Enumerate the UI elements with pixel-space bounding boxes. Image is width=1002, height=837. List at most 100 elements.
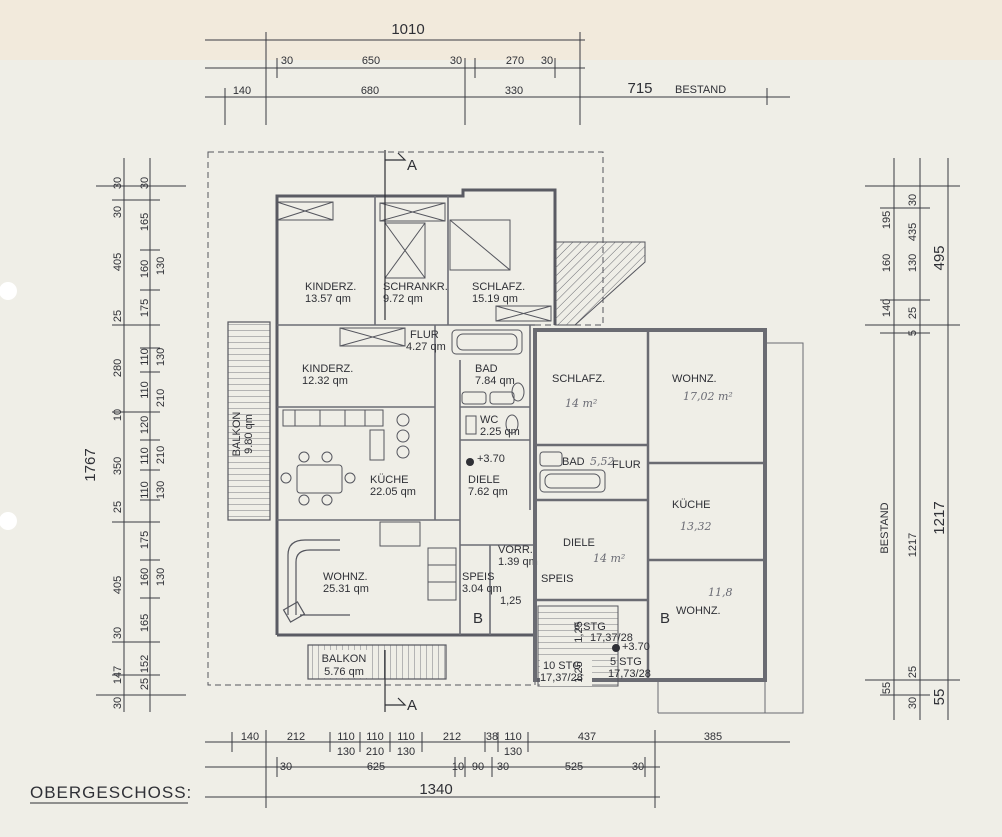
dim-left-inner: 160 bbox=[139, 260, 151, 278]
stair-flight-2-dim: 17,37/28 bbox=[540, 672, 583, 684]
existing-room-wohnz-bottom: WOHNZ. bbox=[676, 605, 721, 617]
existing-room-bad: BAD bbox=[562, 456, 585, 468]
dim-bottom: 30 bbox=[497, 761, 509, 773]
dim-top-row1-b: 650 bbox=[362, 55, 380, 67]
section-b-left-label: B bbox=[473, 610, 483, 627]
existing-outer-lines bbox=[657, 342, 804, 714]
paper-stain bbox=[0, 0, 1002, 60]
dim-top-row1-a: 30 bbox=[281, 55, 293, 67]
dim-right-inner: 25 bbox=[907, 666, 919, 678]
room-area-schlafz: 15.19 qm bbox=[472, 293, 518, 305]
dim-right-inner: 25 bbox=[907, 307, 919, 319]
section-line-a bbox=[384, 150, 407, 712]
room-label-kueche: KÜCHE bbox=[370, 474, 409, 486]
room-label-vorr: VORR. bbox=[498, 544, 533, 556]
stair-flight-1-dim: 17,37/28 bbox=[590, 632, 633, 644]
room-area-balkon-bottom: 5.76 qm bbox=[324, 666, 364, 678]
room-area-schrankr: 9.72 qm bbox=[383, 293, 423, 305]
dim-bottom: 110 bbox=[337, 731, 355, 743]
dim-left-outer: 280 bbox=[112, 359, 124, 377]
stair-dim-3: 1,25 bbox=[573, 661, 585, 682]
dim-left-inner: 130 bbox=[155, 348, 167, 366]
existing-room-wohnz-top-note: 17,02 m² bbox=[683, 390, 733, 403]
dim-left-inner: 175 bbox=[139, 531, 151, 549]
existing-room-schlafz: SCHLAFZ. bbox=[552, 373, 605, 385]
wardrobes bbox=[276, 201, 552, 347]
dim-left-outer: 405 bbox=[112, 576, 124, 594]
bottom-row1-dims: 140 212 110 110 110 212 38 110 437 385 1… bbox=[241, 731, 722, 758]
dim-left-inner: 120 bbox=[139, 416, 151, 434]
left-balcony bbox=[227, 321, 271, 521]
dim-left-outer: 10 bbox=[112, 409, 124, 421]
dim-right-inner: 195 bbox=[881, 211, 893, 229]
existing-room-speis: SPEIS bbox=[541, 573, 573, 585]
existing-room-schlafz-note: 14 m² bbox=[565, 397, 597, 410]
stair-dim-1: 1,25 bbox=[500, 595, 521, 607]
dim-top-row1-c: 30 bbox=[450, 55, 462, 67]
dim-left-inner: 152 bbox=[139, 655, 151, 673]
existing-level-marker: +3.70 bbox=[622, 641, 650, 653]
dim-top-row2-c: 330 bbox=[505, 85, 523, 97]
punch-hole-bottom bbox=[0, 512, 17, 530]
bottom-balcony-label-bg bbox=[322, 650, 368, 678]
stair-label-bg bbox=[540, 660, 592, 686]
room-label-speis: SPEIS bbox=[462, 571, 494, 583]
room-area-wc: 2.25 qm bbox=[480, 426, 520, 438]
room-area-kueche: 22.05 qm bbox=[370, 486, 416, 498]
dim-left-inner: 210 bbox=[155, 389, 167, 407]
dim-left-outer: 30 bbox=[112, 177, 124, 189]
dim-left-inner: 110 bbox=[139, 447, 151, 465]
section-b-right-label: B bbox=[660, 610, 670, 627]
room-label-schlafz: SCHLAFZ. bbox=[472, 281, 525, 293]
right-inner-dims: 30 195 160 130 435 140 25 5 1217 25 30 5… bbox=[881, 194, 919, 709]
dim-bottom: 525 bbox=[565, 761, 583, 773]
dim-left-outer: 25 bbox=[112, 310, 124, 322]
room-label-bad: BAD bbox=[475, 363, 498, 375]
dim-right-small: 55 bbox=[931, 689, 948, 706]
dim-left-total: 1767 bbox=[82, 448, 99, 481]
existing-room-bad-note: 5,52 bbox=[590, 455, 615, 468]
dim-left-inner: 165 bbox=[139, 614, 151, 632]
stair-flight-3: 5 STG bbox=[610, 656, 642, 668]
dim-top-row2-b: 680 bbox=[361, 85, 379, 97]
dim-left-outer: 350 bbox=[112, 457, 124, 475]
dim-bottom: 38 bbox=[486, 731, 498, 743]
dim-left-inner: 130 bbox=[155, 481, 167, 499]
dim-left-outer: 30 bbox=[112, 206, 124, 218]
dim-left-outer: 30 bbox=[112, 697, 124, 709]
dim-left-inner: 110 bbox=[139, 481, 151, 499]
dim-right-inner: 130 bbox=[907, 254, 919, 272]
room-label-balkon-left: BALKON bbox=[231, 412, 243, 457]
section-a-top-label: A bbox=[407, 157, 417, 174]
room-label-kinderz-1: KINDERZ. bbox=[305, 281, 356, 293]
dim-top-existing-label: BESTAND bbox=[675, 84, 726, 96]
dim-bottom: 212 bbox=[287, 731, 305, 743]
dim-top-row2-a: 140 bbox=[233, 85, 251, 97]
dim-bottom-sub: 210 bbox=[366, 746, 384, 758]
dim-bottom: 385 bbox=[704, 731, 722, 743]
right-dimension-chains bbox=[865, 158, 960, 720]
room-label-wohnz: WOHNZ. bbox=[323, 571, 368, 583]
exterior-walls bbox=[275, 188, 557, 637]
dim-right-inner: 30 bbox=[907, 697, 919, 709]
dim-bottom: 437 bbox=[578, 731, 596, 743]
dim-left-inner: 30 bbox=[139, 177, 151, 189]
room-area-vorr: 1.39 qm bbox=[498, 556, 538, 568]
dim-left-inner: 165 bbox=[139, 213, 151, 231]
dim-bottom: 110 bbox=[397, 731, 415, 743]
dim-top-row1-e: 30 bbox=[541, 55, 553, 67]
kitchen-furniture bbox=[280, 409, 457, 601]
dim-bottom-sub: 130 bbox=[504, 746, 522, 758]
room-label-schrankr: SCHRANKR. bbox=[383, 281, 448, 293]
stair-flight-3-dim: 17,73/28 bbox=[608, 668, 651, 680]
roof-stair bbox=[554, 241, 646, 326]
dim-left-outer: 30 bbox=[112, 627, 124, 639]
room-area-diele: 7.62 qm bbox=[468, 486, 508, 498]
dim-left-outer: 25 bbox=[112, 501, 124, 513]
existing-level-symbol bbox=[612, 644, 620, 652]
dim-right-inner: 160 bbox=[881, 254, 893, 272]
dim-bottom: 30 bbox=[280, 761, 292, 773]
dim-bottom: 212 bbox=[443, 731, 461, 743]
dim-left-outer: 405 bbox=[112, 253, 124, 271]
